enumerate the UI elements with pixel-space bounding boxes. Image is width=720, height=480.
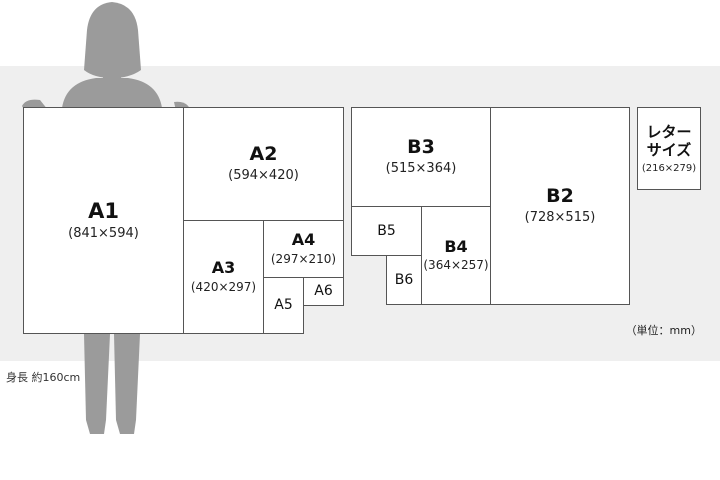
sheet-a6-name: A6 bbox=[314, 283, 333, 300]
sheet-a4-name: A4 bbox=[291, 230, 316, 250]
sheet-a1: A1 (841×594) bbox=[23, 107, 184, 334]
sheet-b2: B2 (728×515) bbox=[490, 107, 630, 305]
sheet-b4-dims: (364×257) bbox=[423, 258, 489, 273]
unit-label: （単位：mm） bbox=[625, 324, 702, 337]
sheet-a1-name: A1 bbox=[88, 199, 119, 224]
sheet-b3: B3 (515×364) bbox=[351, 107, 491, 207]
sheet-b3-dims: (515×364) bbox=[385, 160, 457, 176]
sheet-a2: A2 (594×420) bbox=[183, 107, 344, 221]
sheet-letter: レター サイズ (216×279) bbox=[637, 107, 701, 190]
sheet-letter-name-line1: レター bbox=[646, 122, 692, 141]
sheet-b5-name: B5 bbox=[377, 222, 396, 239]
sheet-letter-name-line2: サイズ bbox=[646, 140, 692, 159]
sheet-a3-name: A3 bbox=[211, 258, 236, 278]
sheet-a3-dims: (420×297) bbox=[190, 279, 257, 294]
sheet-b6-name: B6 bbox=[394, 271, 414, 288]
sheet-a3: A3 (420×297) bbox=[183, 220, 264, 334]
sheet-b2-dims: (728×515) bbox=[524, 209, 596, 225]
sheet-a4: A4 (297×210) bbox=[263, 220, 344, 278]
sheet-b5: B5 bbox=[351, 206, 422, 256]
sheet-b2-name: B2 bbox=[546, 185, 574, 208]
sheet-a5-name: A5 bbox=[274, 297, 293, 314]
sheet-b4-name: B4 bbox=[444, 236, 468, 256]
sheet-a2-dims: (594×420) bbox=[228, 167, 299, 183]
sheet-a6: A6 bbox=[303, 277, 344, 306]
sheet-a2-name: A2 bbox=[249, 143, 278, 166]
sheet-b6: B6 bbox=[386, 255, 422, 305]
sheet-letter-dims: (216×279) bbox=[641, 162, 697, 174]
sheet-b3-name: B3 bbox=[407, 136, 435, 159]
sheet-a1-dims: (841×594) bbox=[68, 225, 139, 241]
sheet-a4-dims: (297×210) bbox=[270, 251, 337, 266]
height-label: 身長 約160cm bbox=[6, 371, 81, 384]
sheet-b4: B4 (364×257) bbox=[421, 206, 491, 305]
sheet-a5: A5 bbox=[263, 277, 304, 334]
